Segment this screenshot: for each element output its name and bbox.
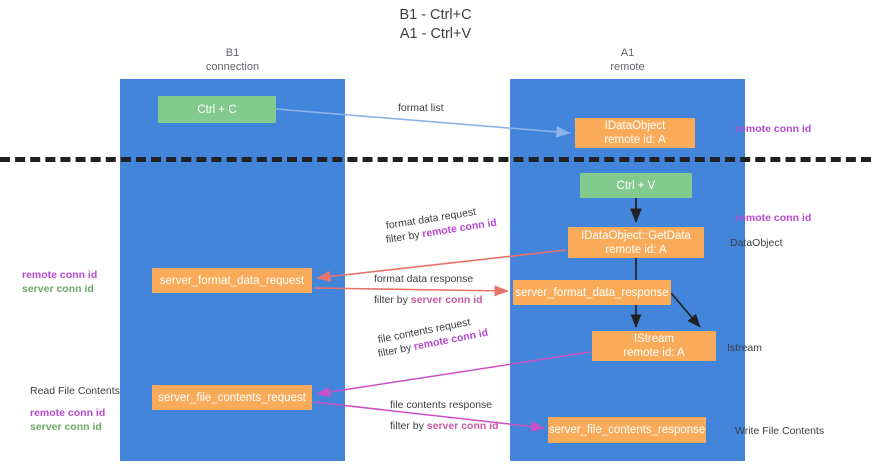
node-server-file-contents-request[interactable]: server_file_contents_request bbox=[152, 385, 312, 410]
edge-label-format-data-response: format data response filter by server co… bbox=[374, 272, 483, 307]
node-istream-label: IStream bbox=[633, 333, 675, 345]
annotation-right-write-file-contents-text: Write File Contents bbox=[735, 425, 825, 437]
node-idataobject-getdata[interactable]: IDataObject::GetData remote id: A bbox=[568, 227, 704, 258]
node-ctrl-c-label: Ctrl + C bbox=[197, 103, 237, 116]
annotation-right-istream: Istream bbox=[727, 341, 762, 355]
page-title: B1 - Ctrl+C A1 - Ctrl+V bbox=[0, 6, 871, 44]
edge-label-file-contents-response-line1: file contents response bbox=[390, 399, 493, 411]
title-line-2: A1 - Ctrl+V bbox=[399, 26, 472, 42]
annotation-right-write-file-contents: Write File Contents bbox=[735, 424, 824, 438]
annotation-left-read-file-contents: Read File Contents bbox=[30, 385, 120, 397]
phase-divider bbox=[0, 157, 871, 162]
edge-label-file-contents-response-key: server conn id bbox=[426, 420, 499, 432]
annotation-left-server-conn-id-2: server conn id bbox=[30, 421, 102, 433]
edge-label-file-contents-response: file contents response filter by server … bbox=[390, 398, 499, 433]
edge-label-format-data-response-line1: format data response bbox=[374, 273, 474, 285]
node-idataobject-label: IDataObject bbox=[604, 120, 666, 132]
node-ctrl-v-label: Ctrl + V bbox=[616, 179, 656, 192]
title-line-1: B1 - Ctrl+C bbox=[399, 7, 472, 23]
edge-label-file-contents-response-prefix: filter by bbox=[390, 420, 427, 432]
annotation-left-conn-ids: remote conn id server conn id bbox=[22, 268, 97, 296]
annotation-right-remote-conn-id-2: remote conn id bbox=[736, 211, 811, 225]
column-header-b1-line2: connection bbox=[205, 60, 260, 73]
node-idataobject[interactable]: IDataObject remote id: A bbox=[575, 118, 695, 148]
column-header-a1-line1: A1 bbox=[620, 47, 635, 59]
edge-label-format-list: format list bbox=[398, 101, 444, 115]
column-header-a1-line2: remote bbox=[610, 60, 645, 73]
edge-label-format-data-response-prefix: filter by bbox=[374, 294, 411, 306]
node-istream-sublabel: remote id: A bbox=[623, 347, 685, 359]
annotation-left-remote-conn-id-2: remote conn id bbox=[30, 407, 106, 419]
annotation-right-istream-text: Istream bbox=[727, 342, 763, 354]
node-server-format-data-response[interactable]: server_format_data_response bbox=[513, 280, 671, 305]
annotation-right-remote-conn-id-1: remote conn id bbox=[736, 122, 811, 136]
node-ctrl-c[interactable]: Ctrl + C bbox=[158, 96, 276, 123]
node-idataobject-sublabel: remote id: A bbox=[604, 134, 666, 146]
annotation-right-remote-conn-id-2-text: remote conn id bbox=[736, 212, 812, 224]
node-server-format-data-response-label: server_format_data_response bbox=[515, 286, 669, 299]
edge-label-format-data-request: format data request filter by remote con… bbox=[385, 206, 498, 247]
node-server-file-contents-request-label: server_file_contents_request bbox=[158, 391, 306, 404]
annotation-left-server-conn-id: server conn id bbox=[22, 283, 94, 295]
annotation-right-dataobject: DataObject bbox=[730, 236, 783, 250]
annotation-left-remote-conn-id: remote conn id bbox=[22, 269, 98, 281]
node-istream[interactable]: IStream remote id: A bbox=[592, 331, 716, 361]
edge-label-file-contents-request: file contents request filter by remote c… bbox=[377, 316, 490, 361]
node-server-format-data-request-label: server_format_data_request bbox=[159, 274, 305, 287]
node-getdata-label: IDataObject::GetData bbox=[581, 229, 691, 242]
node-ctrl-v[interactable]: Ctrl + V bbox=[580, 173, 692, 198]
annotation-right-dataobject-text: DataObject bbox=[730, 237, 783, 249]
column-header-a1: A1 remote bbox=[510, 47, 745, 74]
node-server-file-contents-response[interactable]: server_file_contents_response bbox=[548, 417, 706, 443]
node-getdata-sublabel: remote id: A bbox=[605, 243, 667, 256]
column-header-b1-line1: B1 bbox=[225, 47, 240, 59]
edge-label-format-data-response-key: server conn id bbox=[410, 294, 483, 306]
node-server-file-contents-response-label: server_file_contents_response bbox=[548, 424, 706, 436]
edge-label-format-list-text: format list bbox=[398, 102, 444, 114]
annotation-left-read-file-contents-group: Read File Contents remote conn id server… bbox=[30, 384, 120, 434]
column-header-b1: B1 connection bbox=[120, 47, 345, 74]
annotation-right-remote-conn-id-1-text: remote conn id bbox=[736, 123, 812, 135]
node-server-format-data-request[interactable]: server_format_data_request bbox=[152, 268, 312, 293]
